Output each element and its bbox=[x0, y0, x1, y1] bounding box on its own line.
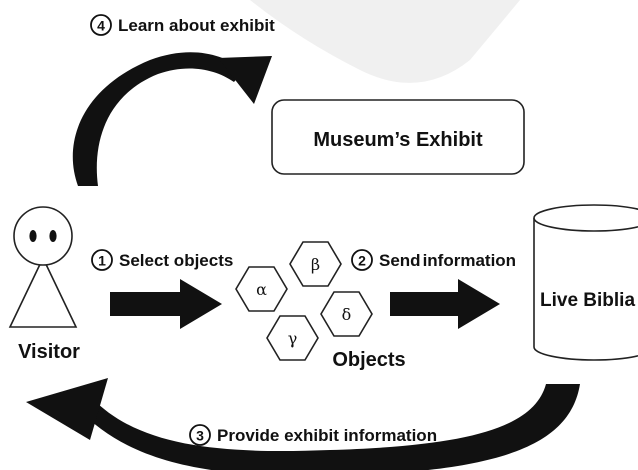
object-gamma-symbol: γ bbox=[288, 329, 298, 348]
step-4-text: Learn about exhibit bbox=[118, 16, 275, 35]
step-4-number: 4 bbox=[97, 18, 105, 34]
object-beta: β bbox=[289, 241, 342, 287]
step-2-text-information: information bbox=[423, 251, 517, 270]
step-3-label: 3 Provide exhibit information bbox=[189, 424, 437, 446]
step-4-badge bbox=[90, 14, 112, 36]
museum-exhibit-box: Museum’s Exhibit bbox=[271, 99, 525, 175]
live-biblia-database: Live Biblia bbox=[533, 204, 638, 361]
step-3-text: Provide exhibit information bbox=[217, 426, 437, 445]
step-1-badge bbox=[91, 249, 113, 271]
step-1-number: 1 bbox=[98, 253, 106, 269]
send-arrow bbox=[390, 279, 500, 329]
step-2-text-send: Send bbox=[379, 251, 421, 270]
visitor-body bbox=[8, 256, 78, 328]
step-3-number: 3 bbox=[196, 428, 204, 444]
object-gamma: γ bbox=[266, 315, 319, 361]
provide-arrow bbox=[26, 378, 580, 470]
museum-exhibit-label: Museum’s Exhibit bbox=[313, 129, 483, 151]
learn-arrow bbox=[72, 52, 272, 186]
object-alpha: α bbox=[235, 266, 288, 312]
object-delta: δ bbox=[320, 291, 373, 337]
object-delta-symbol: δ bbox=[342, 305, 352, 324]
object-beta-symbol: β bbox=[311, 255, 320, 274]
step-2-number: 2 bbox=[358, 253, 366, 269]
step-3-badge bbox=[189, 424, 211, 446]
visitor-left-eye bbox=[29, 230, 37, 242]
watermark-shape bbox=[250, 0, 520, 83]
visitor-head bbox=[13, 206, 73, 266]
visitor-label: Visitor bbox=[18, 341, 80, 363]
objects-label: Objects bbox=[332, 349, 405, 371]
live-biblia-label: Live Biblia bbox=[540, 290, 635, 311]
visitor-right-eye bbox=[49, 230, 57, 242]
step-4-label: 4 Learn about exhibit bbox=[90, 14, 275, 36]
object-alpha-symbol: α bbox=[256, 280, 267, 299]
step-1-text: Select objects bbox=[119, 251, 233, 270]
step-1-label: 1 Select objects bbox=[91, 249, 233, 271]
select-arrow bbox=[110, 279, 222, 329]
visitor-figure bbox=[8, 206, 78, 328]
step-2-badge bbox=[351, 249, 373, 271]
